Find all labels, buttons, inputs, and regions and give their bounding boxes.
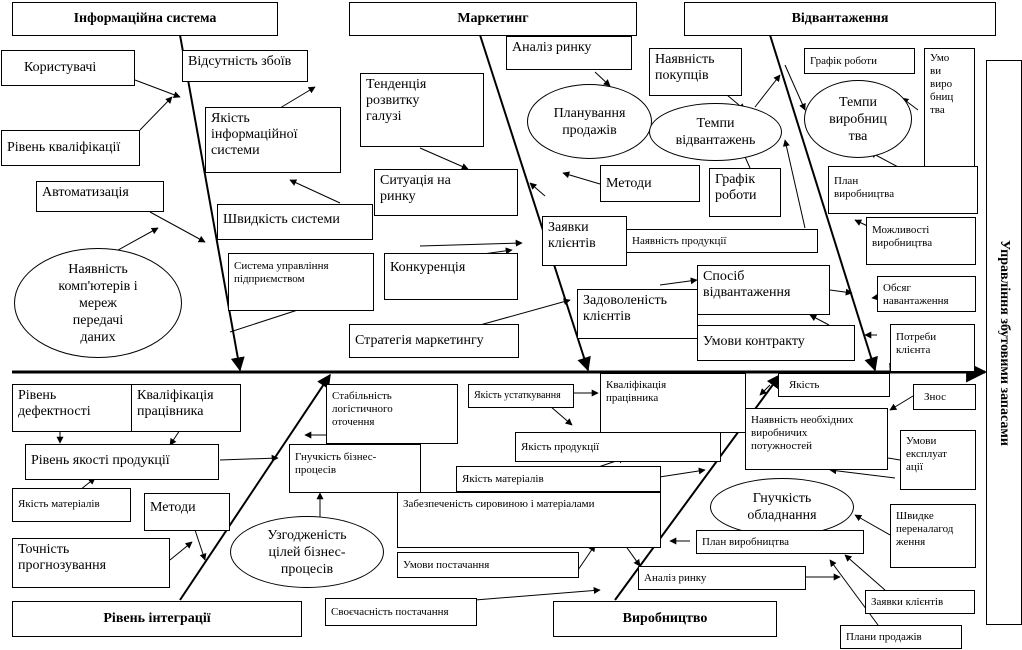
logistics-stability-box: Стабільність логістичного оточення [326,384,458,444]
production-capabilities-box: Можливості виробництва [866,217,976,265]
automation-box: Автоматизація [36,181,164,212]
product-quality-box: Якість продукції [515,432,721,462]
equipment-quality-box: Якість устаткування [468,384,574,408]
marketing-strategy-box: Стратегія маркетингу [349,324,519,358]
bone-marketing [479,34,591,372]
header-shipping: Відвантаження [684,2,996,36]
production-conditions-box: Умо ви виро бниц тва [924,48,975,168]
methods-marketing-box: Методи [600,165,700,202]
forecast-accuracy-box: Точність прогнозування [12,538,170,588]
header-info-system: Інформаційна система [12,2,278,36]
qualification-level-box: Рівень кваліфікації [1,130,140,166]
buyers-presence-box: Наявність покупців [649,48,742,96]
industry-trend-box: Тенденція розвитку галузі [360,73,484,147]
no-failures-box: Відсутність збоїв [182,50,308,82]
system-speed-box: Швидкість системи [217,204,373,240]
effect-title: Управління збутовими запасами [986,60,1022,625]
raw-materials-supply-box: Забезпеченість сировиною і матеріалами [397,492,661,548]
header-production: Виробництво [553,601,777,637]
customer-orders-production-box: Заявки клієнтів [865,590,975,614]
material-quality-integration-box: Якість матеріалів [12,488,131,522]
sales-plans-box: Плани продажів [840,625,962,649]
quality-box: Якість [778,373,890,397]
effect-title-text: Управління збутовими запасами [997,239,1012,446]
load-volume-box: Обсяг навантаження [877,276,976,312]
customer-satisfaction-box: Задоволеність клієнтів [577,289,698,339]
shipping-method-box: Спосіб відвантаження [697,265,830,315]
production-plan-box: План виробництва [696,530,864,554]
production-plan-shipping-box: План виробництва [828,166,978,214]
bone-integration [179,373,331,601]
material-quality-production-box: Якість матеріалів [456,466,661,492]
header-integration: Рівень інтеграції [12,601,302,637]
product-quality-level-box: Рівень якості продукції [25,444,219,480]
computers-networks-ellipse: Наявність комп'ютерів і мереж передачі д… [14,248,182,358]
customer-needs-box: Потреби клієнта [890,324,975,372]
competition-box: Конкуренція [384,253,518,300]
worker-qualification-box: Кваліфікація працівника [131,384,241,432]
production-rate-ellipse: Темпи виробниц тва [804,80,912,158]
wear-box: Знос [913,384,976,410]
work-schedule-top-box: Графік роботи [804,48,915,74]
users-box: Користувачі [1,50,135,86]
worker-qualification-production-box: Кваліфікація працівника [600,373,746,433]
market-situation-box: Ситуація на ринку [374,169,518,216]
defect-level-box: Рівень дефектності [12,384,132,432]
management-system-box: Система управління підприємством [228,253,374,311]
contract-terms-box: Умови контракту [697,325,855,361]
process-flexibility-box: Гнучкість бізнес- процесів [289,444,421,493]
sales-planning-ellipse: Планування продажів [527,84,652,159]
product-availability-box: Наявність продукції [626,229,818,253]
market-analysis-production-box: Аналіз ринку [638,566,806,590]
is-quality-box: Якість інформаційної системи [205,107,341,173]
customer-orders-marketing-box: Заявки клієнтів [542,216,627,266]
supply-terms-box: Умови постачання [397,552,579,578]
bone-info-system [179,34,245,372]
market-analysis-box: Аналіз ринку [506,36,632,70]
capacities-box: Наявність необхідних виробничих потужнос… [745,408,888,470]
work-schedule-box: Графік роботи [709,168,781,217]
equipment-flexibility-ellipse: Гнучкість обладнання [710,478,854,536]
goal-alignment-ellipse: Узгодженість цілей бізнес- процесів [230,516,384,588]
operating-conditions-box: Умови експлуат ації [900,430,976,490]
bone-shipping [769,34,878,372]
timely-supply-box: Своєчасність постачання [325,598,477,626]
methods-integration-box: Методи [144,493,230,531]
quick-changeover-box: Швидке переналагод ження [890,504,976,568]
shipping-rate-ellipse: Темпи відвантажень [649,103,782,161]
header-marketing: Маркетинг [349,2,637,36]
